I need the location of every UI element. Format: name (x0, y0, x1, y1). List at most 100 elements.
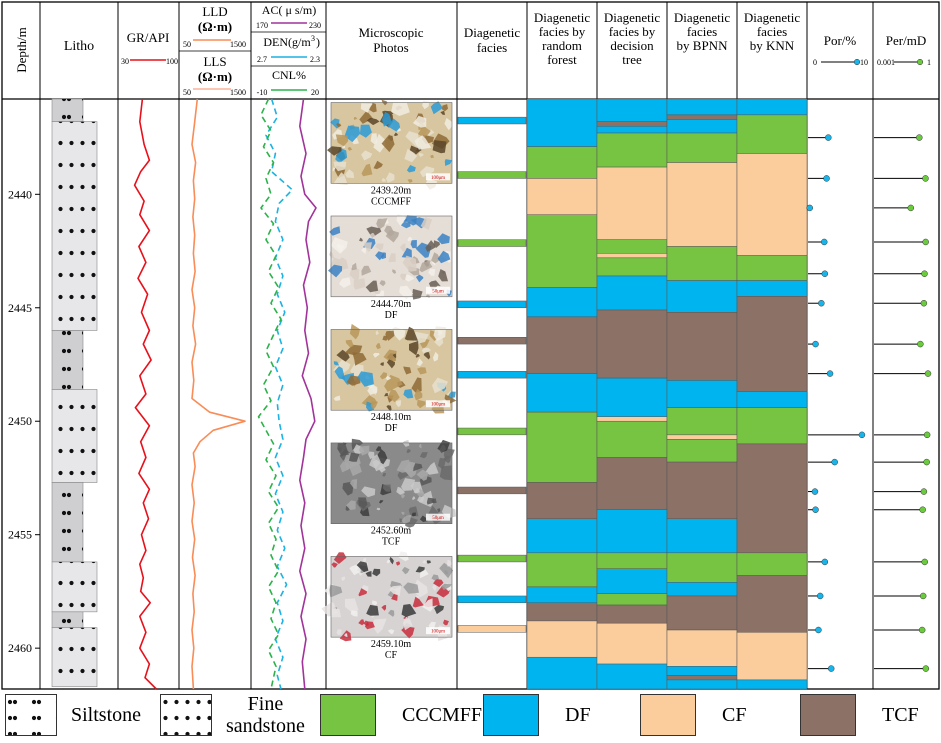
diag-header-line: Diagenetic (464, 25, 521, 40)
photo-grain (437, 508, 441, 513)
por-header: Por/% (824, 33, 857, 48)
legend-label: DF (565, 704, 591, 726)
photo-grain (327, 146, 342, 156)
photo-grain (362, 557, 367, 562)
photo-grain (447, 559, 453, 567)
photo-depth: 2452.60m (371, 526, 412, 537)
bpnn-facies-tcf (666, 675, 738, 681)
bpnn-facies-cf (666, 629, 738, 667)
photo-grain (358, 497, 368, 509)
photo-grain (358, 588, 368, 597)
por-marker (821, 558, 829, 566)
photo-grain (433, 240, 440, 248)
photo-label: DF (385, 310, 398, 321)
photo-grain (375, 330, 379, 336)
rf-facies-tcf (526, 316, 598, 374)
photo-grain (359, 445, 370, 456)
knn-facies-df (736, 391, 808, 408)
photo-grain (367, 383, 378, 395)
per-header: Per/mD (886, 33, 926, 48)
legend-swatch (5, 694, 57, 736)
photo-grain (416, 469, 429, 481)
por-marker (812, 340, 819, 348)
photo-grain (380, 362, 384, 366)
rf-header-line: facies by (539, 24, 586, 39)
photo-grain (432, 351, 439, 362)
photo-grain (387, 629, 395, 634)
photo-grain (413, 487, 420, 493)
photo-grain (386, 359, 395, 369)
photo-grain (431, 574, 439, 581)
photo-grain (402, 440, 410, 447)
rf-facies-cccmff (526, 146, 598, 179)
photo-grain (381, 178, 386, 182)
photo-grain (387, 118, 401, 132)
rf-header-line: forest (547, 52, 577, 67)
photo-grain (403, 582, 419, 594)
photo-grain (431, 252, 441, 264)
photo-grain (361, 247, 367, 254)
photo-grain (433, 578, 444, 588)
photo-grain (353, 117, 358, 120)
photo-scalebar-bg (426, 286, 450, 294)
photo-grain (404, 326, 418, 341)
per-marker (923, 458, 930, 466)
photo-grain (330, 118, 340, 129)
photo-grain (415, 566, 425, 573)
bpnn-facies-df (666, 380, 738, 408)
photo-grain (321, 602, 338, 617)
photo-grain (439, 444, 447, 454)
photo-grain (403, 389, 414, 399)
dt-header-line: facies by (609, 24, 656, 39)
photo-grain (331, 562, 338, 568)
photo-grain (425, 240, 436, 252)
photo-grain (388, 609, 395, 617)
legend-label: CF (722, 704, 747, 726)
photo-grain (366, 117, 380, 126)
dt-facies-df (596, 568, 668, 594)
photo-grain (342, 481, 354, 496)
bpnn-facies-df (666, 280, 738, 313)
bpnn-facies-cf (666, 162, 738, 247)
por-marker (815, 626, 822, 634)
lld-curve (191, 98, 246, 690)
photo-frame (330, 556, 453, 638)
photo-grain (441, 104, 448, 112)
photo-grain (360, 103, 373, 113)
por-marker (825, 134, 832, 141)
photo-grain (357, 371, 374, 387)
per-scale-marker (916, 58, 924, 66)
bpnn-facies-cccmff (666, 246, 738, 281)
photo-grain (333, 395, 341, 401)
lls-header: LLS (203, 54, 226, 69)
photo-grain (346, 375, 361, 386)
depth-tick-label: 2440 (8, 187, 32, 201)
dt-facies-tcf (596, 604, 668, 624)
por-marker (823, 175, 830, 182)
photo-tcf: 50μm (330, 438, 456, 528)
photo-grain (419, 260, 433, 273)
bpnn-header-line: facies (687, 24, 717, 39)
photo-grain (419, 515, 428, 522)
photo-grain (423, 352, 431, 360)
photo-grain (337, 443, 349, 456)
photo-label: TCF (382, 537, 401, 548)
por-marker (858, 431, 866, 439)
photo-grain (412, 496, 416, 501)
legend-swatch (160, 694, 212, 736)
photo-grain (376, 507, 381, 511)
dt-header-line: tree (622, 52, 642, 67)
photo-grain (328, 264, 343, 278)
photo-grain (353, 278, 366, 290)
legend-item-df: DF (483, 690, 591, 740)
photo-grain (336, 629, 342, 635)
bpnn-facies-df (666, 98, 738, 116)
per-marker (907, 204, 915, 212)
photo-grain (350, 610, 358, 617)
photo-grain (418, 152, 424, 157)
knn-facies-cccmff (736, 407, 808, 445)
photo-label: CCCMFF (371, 196, 411, 207)
depth-tick-label: 2460 (8, 641, 32, 655)
litho-pattern (52, 561, 97, 612)
photo-grain (372, 568, 381, 577)
